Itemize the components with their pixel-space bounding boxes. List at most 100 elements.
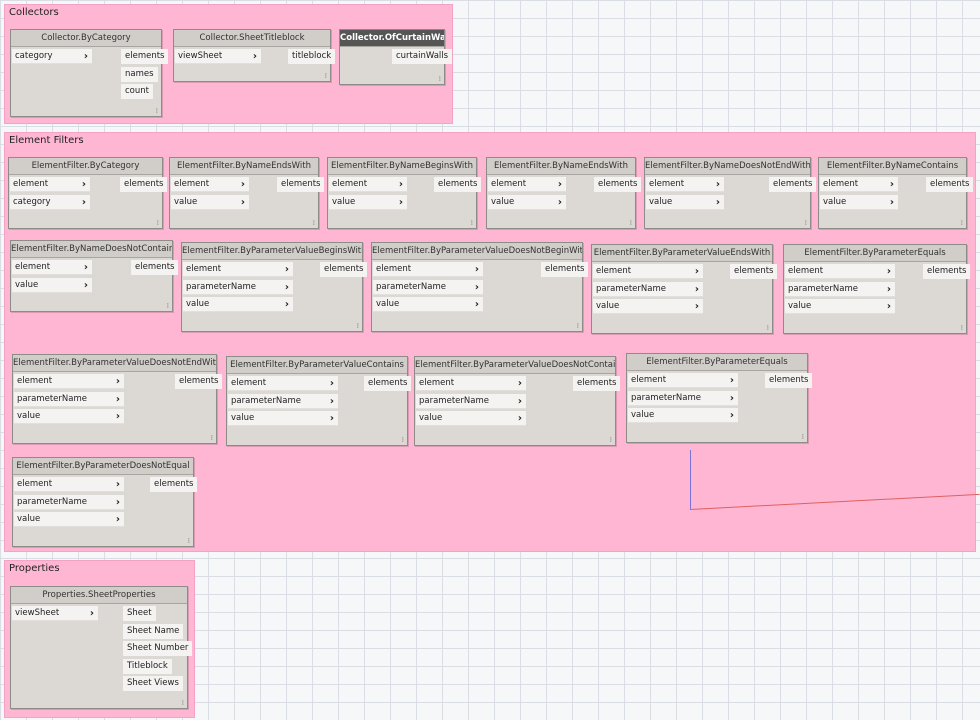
input-port-element[interactable]: element› <box>488 177 566 192</box>
resize-handle-icon[interactable]: ⁞ <box>576 322 579 330</box>
node-element-filter-by-parameter-value-begins-with[interactable]: ElementFilter.ByParameterValueBeginsWith… <box>181 242 368 332</box>
output-port-elements[interactable]: elements <box>926 177 974 192</box>
node-title[interactable]: ElementFilter.ByParameterValueDoesNotEnd… <box>13 355 216 372</box>
node-element-filter-by-name-does-not-contain[interactable]: ElementFilter.ByNameDoesNotContain elemen… <box>10 240 179 312</box>
node-element-filter-by-name-does-not-end-with[interactable]: ElementFilter.ByNameDoesNotEndWith elemen… <box>644 157 817 229</box>
resize-handle-icon[interactable]: ⁞ <box>960 219 963 227</box>
node-element-filter-by-name-contains[interactable]: ElementFilter.ByNameContains element› valu… <box>818 157 974 229</box>
output-port-names[interactable]: names <box>121 66 158 82</box>
output-port-sheet[interactable]: Sheet <box>123 606 156 621</box>
resize-handle-icon[interactable]: ⁞ <box>156 219 159 227</box>
output-port-elements[interactable]: elements <box>541 262 589 277</box>
node-title[interactable]: ElementFilter.ByNameEndsWith <box>487 158 635 175</box>
input-port-element[interactable]: element› <box>329 177 407 192</box>
output-port-elements[interactable]: elements <box>175 374 223 389</box>
node-element-filter-by-parameter-does-not-equal[interactable]: ElementFilter.ByParameterDoesNotEqual ele… <box>12 457 198 547</box>
input-port-element[interactable]: element› <box>646 177 724 192</box>
input-port-value[interactable]: value› <box>820 194 898 210</box>
input-port-element[interactable]: element› <box>228 376 338 391</box>
resize-handle-icon[interactable]: ⁞ <box>801 433 804 441</box>
input-port-element[interactable]: element› <box>171 177 249 192</box>
input-port-element[interactable]: element› <box>183 262 293 277</box>
input-port-value[interactable]: value› <box>329 194 407 210</box>
input-port-view-sheet[interactable]: viewSheet› <box>175 49 261 64</box>
output-port-sheet-views[interactable]: Sheet Views <box>123 676 183 691</box>
input-port-value[interactable]: value› <box>593 299 703 314</box>
input-port-value[interactable]: value› <box>785 299 895 314</box>
resize-handle-icon[interactable]: ⁞ <box>181 699 184 707</box>
output-port-elements[interactable]: elements <box>573 376 621 391</box>
input-port-element[interactable]: element› <box>14 374 124 389</box>
output-port-count[interactable]: count <box>121 84 153 99</box>
resize-handle-icon[interactable]: ⁞ <box>356 322 359 330</box>
output-port-sheet-name[interactable]: Sheet Name <box>123 623 184 639</box>
node-title[interactable]: ElementFilter.ByParameterValueDoesNotCon… <box>415 357 615 374</box>
node-title[interactable]: ElementFilter.ByParameterValueBeginsWith <box>182 243 362 260</box>
node-title[interactable]: ElementFilter.ByNameDoesNotEndWith <box>645 158 810 175</box>
input-port-parameter-name[interactable]: parameterName› <box>183 279 293 295</box>
output-port-elements[interactable]: elements <box>121 49 169 64</box>
output-port-elements[interactable]: elements <box>923 264 971 279</box>
node-title[interactable]: Properties.SheetProperties <box>11 587 187 604</box>
input-port-element[interactable]: element› <box>593 264 703 279</box>
node-element-filter-by-parameter-value-does-not-end-with[interactable]: ElementFilter.ByParameterValueDoesNotEnd… <box>12 354 223 444</box>
input-port-value[interactable]: value› <box>228 411 338 426</box>
node-title[interactable]: Collector.OfCurtainWalls <box>340 30 444 47</box>
resize-handle-icon[interactable]: ⁞ <box>324 72 327 80</box>
output-port-elements[interactable]: elements <box>131 260 179 275</box>
resize-handle-icon[interactable]: ⁞ <box>804 219 807 227</box>
resize-handle-icon[interactable]: ⁞ <box>629 219 632 227</box>
node-title[interactable]: Collector.ByCategory <box>11 30 161 47</box>
resize-handle-icon[interactable]: ⁞ <box>166 302 169 310</box>
input-port-element[interactable]: element› <box>12 260 92 275</box>
input-port-value[interactable]: value› <box>171 194 249 210</box>
input-port-value[interactable]: value› <box>416 411 526 426</box>
output-port-elements[interactable]: elements <box>277 177 325 192</box>
resize-handle-icon[interactable]: ⁞ <box>312 219 315 227</box>
node-title[interactable]: ElementFilter.ByParameterValueContains <box>227 357 407 374</box>
input-port-element[interactable]: element› <box>14 477 124 492</box>
input-port-category[interactable]: category› <box>10 194 90 210</box>
input-port-view-sheet[interactable]: viewSheet› <box>12 606 98 621</box>
input-port-element[interactable]: element› <box>628 373 738 388</box>
resize-handle-icon[interactable]: ⁞ <box>960 324 963 332</box>
output-port-elements[interactable]: elements <box>769 177 817 192</box>
resize-handle-icon[interactable]: ⁞ <box>470 219 473 227</box>
node-title[interactable]: ElementFilter.ByNameDoesNotContain <box>11 241 172 258</box>
node-title[interactable]: Collector.SheetTitleblock <box>174 30 330 47</box>
node-element-filter-by-parameter-value-contains[interactable]: ElementFilter.ByParameterValueContains el… <box>226 356 412 446</box>
input-port-value[interactable]: value› <box>12 277 92 293</box>
node-title[interactable]: ElementFilter.ByParameterValueEndsWith <box>592 245 772 262</box>
node-element-filter-by-category[interactable]: ElementFilter.ByCategory element› category… <box>8 157 168 229</box>
input-port-value[interactable]: value› <box>646 194 724 210</box>
output-port-elements[interactable]: elements <box>364 376 412 391</box>
node-title[interactable]: ElementFilter.ByNameContains <box>819 158 966 175</box>
node-title[interactable]: ElementFilter.ByCategory <box>9 158 162 175</box>
input-port-parameter-name[interactable]: parameterName› <box>593 281 703 297</box>
output-port-curtain-walls[interactable]: curtainWalls <box>392 49 453 64</box>
input-port-element[interactable]: element› <box>416 376 526 391</box>
input-port-parameter-name[interactable]: parameterName› <box>228 393 338 409</box>
output-port-elements[interactable]: elements <box>594 177 642 192</box>
input-port-parameter-name[interactable]: parameterName› <box>373 279 483 295</box>
input-port-parameter-name[interactable]: parameterName› <box>416 393 526 409</box>
input-port-value[interactable]: value› <box>628 408 738 423</box>
node-title[interactable]: ElementFilter.ByParameterDoesNotEqual <box>13 458 193 475</box>
input-port-parameter-name[interactable]: parameterName› <box>785 281 895 297</box>
resize-handle-icon[interactable]: ⁞ <box>609 436 612 444</box>
input-port-value[interactable]: value› <box>183 297 293 312</box>
resize-handle-icon[interactable]: ⁞ <box>766 324 769 332</box>
output-port-elements[interactable]: elements <box>434 177 482 192</box>
input-port-element[interactable]: element› <box>10 177 90 192</box>
input-port-value[interactable]: value› <box>373 297 483 312</box>
output-port-titleblock[interactable]: titleblock <box>288 49 336 64</box>
input-port-value[interactable]: value› <box>488 194 566 210</box>
input-port-value[interactable]: value› <box>14 512 124 527</box>
input-port-parameter-name[interactable]: parameterName› <box>14 391 124 407</box>
node-properties-sheet-properties[interactable]: Properties.SheetProperties viewSheet› Shee… <box>10 586 193 709</box>
node-collector-of-curtain-walls[interactable]: Collector.OfCurtainWallscurtainWalls⁞ <box>339 29 453 85</box>
input-port-element[interactable]: element› <box>820 177 898 192</box>
input-port-parameter-name[interactable]: parameterName› <box>14 494 124 510</box>
